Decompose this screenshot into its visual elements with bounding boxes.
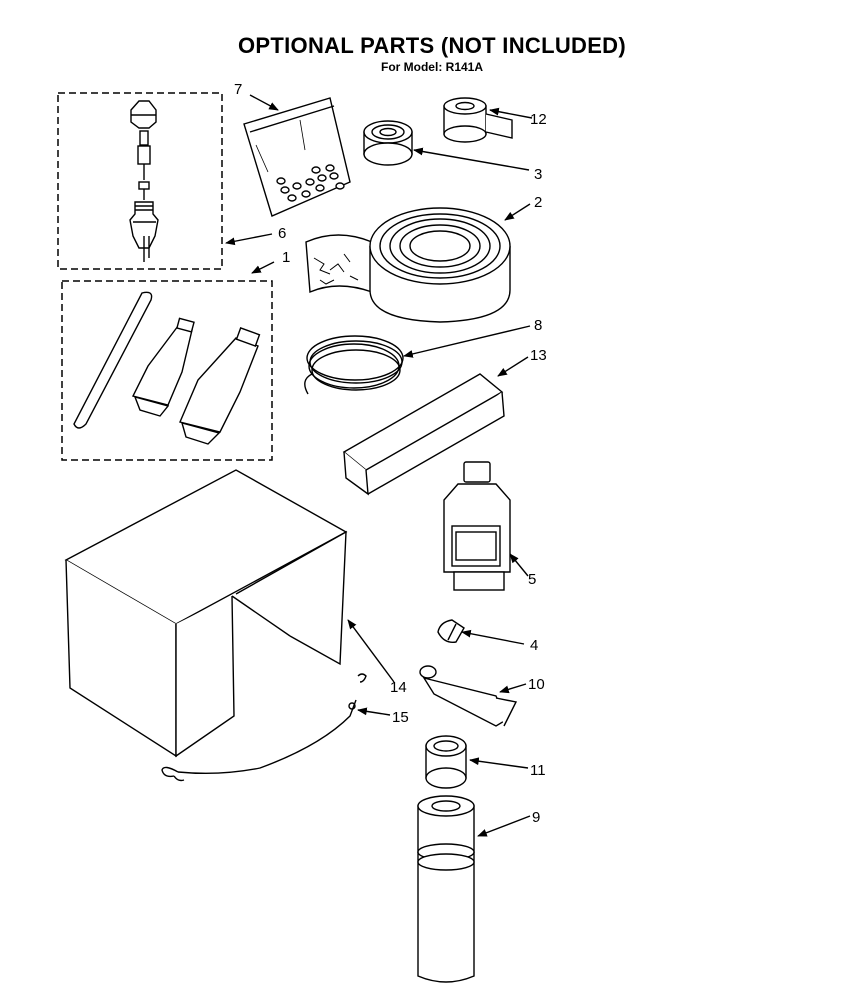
callout-1: 1 xyxy=(282,249,290,266)
diagram-title: OPTIONAL PARTS (NOT INCLUDED) xyxy=(238,33,626,58)
callout-11: 11 xyxy=(530,762,546,779)
model-label: For Model: xyxy=(380,60,443,74)
callout-10: 10 xyxy=(528,676,545,693)
tape-roll-small xyxy=(443,97,513,143)
callout-2: 2 xyxy=(534,194,542,211)
leader-lines xyxy=(225,94,533,837)
hardware-bag xyxy=(243,97,351,217)
model-subtitle: For Model: R141A xyxy=(0,60,864,74)
cord-with-hook xyxy=(161,673,367,782)
valve-fitting-assembly xyxy=(129,100,159,262)
group-box-1 xyxy=(61,280,273,461)
callout-14: 14 xyxy=(390,679,407,696)
unit-cover xyxy=(64,469,348,758)
callout-12: 12 xyxy=(530,111,547,128)
callout-4: 4 xyxy=(530,637,538,654)
capsule xyxy=(437,619,465,643)
tube-kit xyxy=(73,291,261,445)
callout-8: 8 xyxy=(534,317,542,334)
bottle xyxy=(443,461,511,591)
spool xyxy=(425,735,467,789)
foam-strip xyxy=(342,373,505,496)
callout-15: 15 xyxy=(392,709,409,726)
model-number: R141A xyxy=(445,60,484,74)
aerosol-can xyxy=(417,795,475,983)
insulation-roll xyxy=(305,207,511,323)
callout-5: 5 xyxy=(528,571,536,588)
callout-13: 13 xyxy=(530,347,547,364)
group-box-6 xyxy=(57,92,223,270)
callout-6: 6 xyxy=(278,225,286,242)
callout-9: 9 xyxy=(532,809,540,826)
callout-7: 7 xyxy=(234,81,242,98)
small-tube xyxy=(419,665,518,727)
wire-coil xyxy=(304,335,404,395)
callout-3: 3 xyxy=(534,166,542,183)
foam-tape-roll xyxy=(363,120,413,166)
